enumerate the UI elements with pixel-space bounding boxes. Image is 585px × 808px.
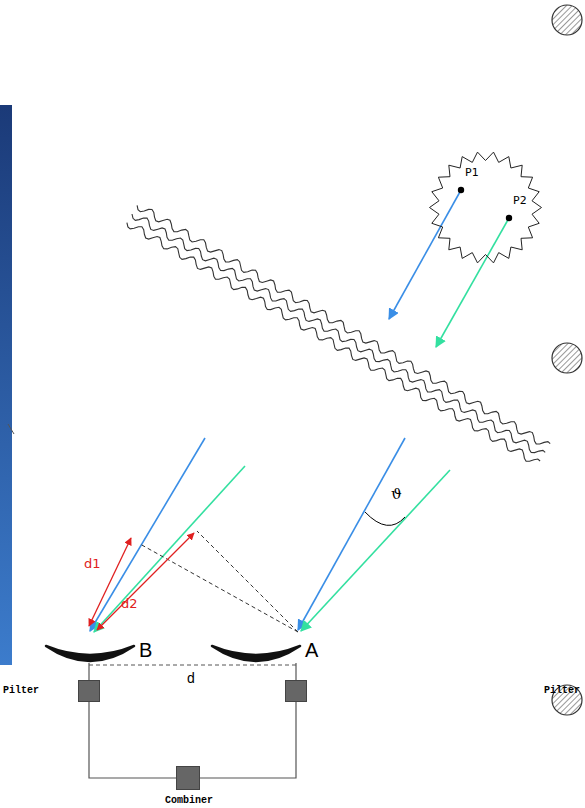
filter-label: Pilter	[544, 685, 580, 696]
dimension-arrow	[97, 533, 194, 630]
panel-tick	[8, 424, 14, 434]
light-ray	[436, 218, 509, 347]
side-panel	[0, 105, 12, 665]
distance-label: d2	[121, 597, 138, 611]
filter-label: Pilter	[3, 685, 39, 696]
atmosphere-waves	[127, 205, 550, 461]
mirror	[46, 646, 134, 661]
dashed-line	[197, 531, 298, 632]
baseline-dashed	[89, 665, 296, 666]
filter-box: Pilter	[285, 680, 307, 702]
star-node: P1P2	[428, 150, 543, 265]
distance-label: d1	[84, 557, 101, 571]
angle-label: ϑ	[391, 486, 402, 503]
combiner-box: Combiner	[176, 766, 200, 790]
wire	[295, 663, 296, 681]
hatched-bullet	[552, 5, 582, 35]
wave-line	[127, 223, 540, 462]
point-label: P1	[465, 167, 479, 179]
wave-line	[137, 205, 550, 444]
light-ray	[94, 466, 245, 632]
point-label: P2	[513, 195, 527, 207]
dimension-arrow	[89, 538, 131, 626]
hatched-bullet	[552, 343, 582, 373]
star-shape	[430, 152, 542, 263]
star-outline	[428, 150, 543, 265]
combiner-label: Combiner	[165, 795, 213, 806]
signal-wire	[89, 702, 176, 778]
light-ray	[301, 470, 450, 631]
wire	[88, 663, 89, 681]
light-ray	[298, 438, 405, 630]
light-ray	[389, 190, 461, 319]
mirror	[212, 646, 300, 661]
dashed-line	[140, 544, 298, 632]
signal-wire	[200, 702, 296, 778]
baseline-label: d	[187, 671, 195, 686]
telescope-label: B	[139, 639, 152, 661]
point-dot	[506, 215, 512, 221]
point-dot	[458, 187, 464, 193]
light-ray	[90, 438, 205, 631]
telescope-label: A	[305, 639, 318, 661]
angle-arc	[365, 512, 405, 525]
filter-box: Pilter	[78, 680, 100, 702]
wave-line	[132, 214, 545, 453]
